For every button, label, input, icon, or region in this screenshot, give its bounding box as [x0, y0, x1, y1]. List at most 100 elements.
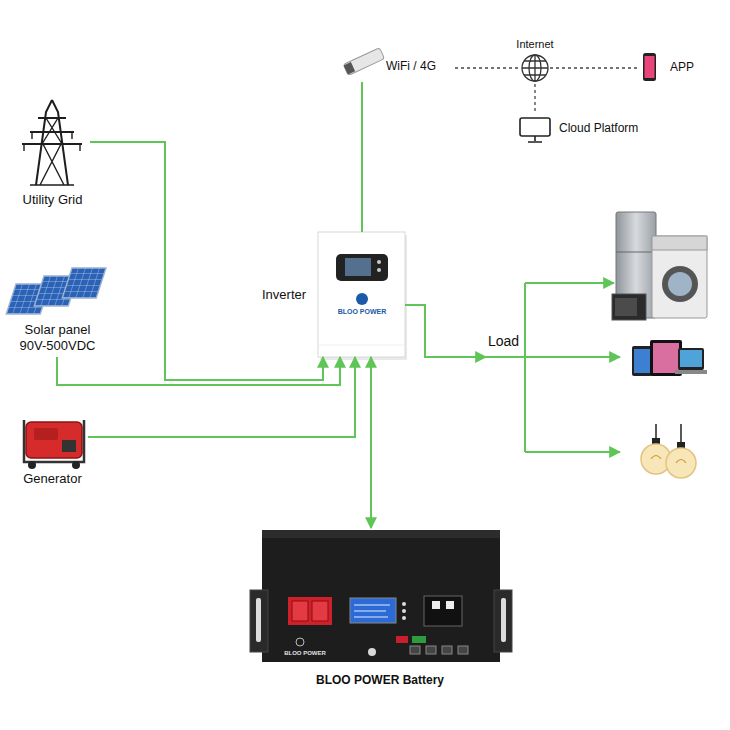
component-node: Utility Grid [15, 100, 90, 210]
node-label: BLOO POWER [270, 650, 340, 657]
breaker-switch [446, 601, 454, 609]
component-node: APP [640, 52, 702, 84]
laptop-base [675, 370, 707, 374]
laptop-screen [680, 350, 702, 367]
battery-handle [501, 598, 506, 642]
inverter-icon [318, 232, 407, 360]
dip-switch [396, 636, 408, 643]
network-link [455, 67, 520, 68]
battery-led [402, 616, 406, 620]
node-label: Cloud Platform [559, 122, 645, 136]
bulb-filament [651, 456, 686, 464]
bulb-cord [680, 424, 682, 444]
battery-led [402, 609, 406, 613]
node-label: Inverter [262, 288, 314, 303]
appliance-icon [612, 212, 707, 320]
battery-ear [250, 590, 268, 652]
inverter-logo [356, 293, 368, 305]
inverter-housing [318, 232, 405, 357]
dongle-body [343, 48, 384, 76]
port [426, 646, 436, 654]
battery-led [402, 602, 406, 606]
washer-glass [668, 272, 692, 296]
network-link [534, 84, 535, 113]
component-node: Load [486, 205, 716, 495]
fridge-door [616, 252, 656, 253]
monitor-screen [520, 118, 550, 136]
solar-panel [62, 268, 106, 298]
component-node: WiFi / 4G [340, 40, 455, 82]
generator-body [26, 422, 82, 458]
component-node: Cloud Platform [515, 113, 645, 145]
phone-screen [645, 56, 655, 78]
generator-icon [24, 420, 84, 469]
washer-panel [652, 236, 707, 250]
node-label: Utility Grid [5, 193, 100, 208]
pylon-insulators [24, 132, 80, 151]
port [410, 646, 420, 654]
battery-terminal [288, 597, 332, 625]
node-label: Load [488, 333, 528, 349]
bus-branch [525, 451, 620, 453]
bulb-glass [666, 448, 696, 478]
battery-breaker [424, 596, 462, 626]
globe-lines [522, 55, 548, 81]
battery-icon [250, 530, 512, 662]
inverter-strip [318, 345, 405, 346]
node-label: Generator [5, 472, 100, 487]
battery-ear [494, 590, 512, 652]
generator-engine [62, 440, 76, 452]
pylon-legs [36, 100, 68, 185]
inverter-display-frame [336, 254, 388, 281]
device-icon [632, 340, 707, 376]
pylon-icon [22, 100, 82, 185]
generator-frame [24, 420, 84, 462]
power-line [90, 142, 323, 380]
lcd-lines [354, 605, 390, 617]
component-node: InverterBLOO POWER [318, 232, 405, 357]
monitor-stand [528, 136, 542, 142]
component-node: Generator [15, 415, 88, 490]
port [442, 646, 452, 654]
component-node: BLOO POWERBLOO POWER Battery [260, 528, 502, 690]
bus-feed [486, 356, 525, 358]
microwave-window [615, 298, 637, 316]
bulb-cord [655, 424, 657, 440]
globe-icon [522, 55, 548, 81]
tablet-screen [634, 349, 650, 373]
power-line [57, 357, 340, 385]
bus-line [524, 283, 526, 452]
terminal-block [412, 636, 426, 643]
inverter-button [377, 268, 381, 272]
panel-face [62, 268, 106, 298]
pylon-bracing [30, 118, 74, 185]
solar-panel-icon [6, 268, 106, 314]
washer-door [662, 266, 698, 302]
microwave [612, 294, 646, 320]
wifi-dongle-icon [343, 48, 384, 76]
power-line [370, 357, 372, 528]
power-line [361, 82, 363, 232]
phone-icon [643, 53, 656, 81]
tablet [632, 346, 652, 376]
node-label: 90V-500VDC [5, 339, 110, 354]
node-label: WiFi / 4G [386, 60, 456, 74]
monitor-icon [520, 118, 550, 142]
battery-handle [256, 598, 261, 642]
washer [652, 236, 707, 318]
terminal-plus [292, 601, 308, 621]
fridge [616, 212, 656, 318]
node-label: APP [670, 61, 702, 75]
network-link [550, 67, 640, 68]
generator-tank [34, 428, 58, 440]
load-bus [486, 283, 620, 452]
generator-wheel [72, 461, 80, 469]
generator-wheel [28, 461, 36, 469]
breaker-switch [432, 601, 440, 609]
terminal-minus [312, 601, 328, 621]
battery-top [262, 530, 500, 538]
tablet-screen [653, 343, 679, 373]
